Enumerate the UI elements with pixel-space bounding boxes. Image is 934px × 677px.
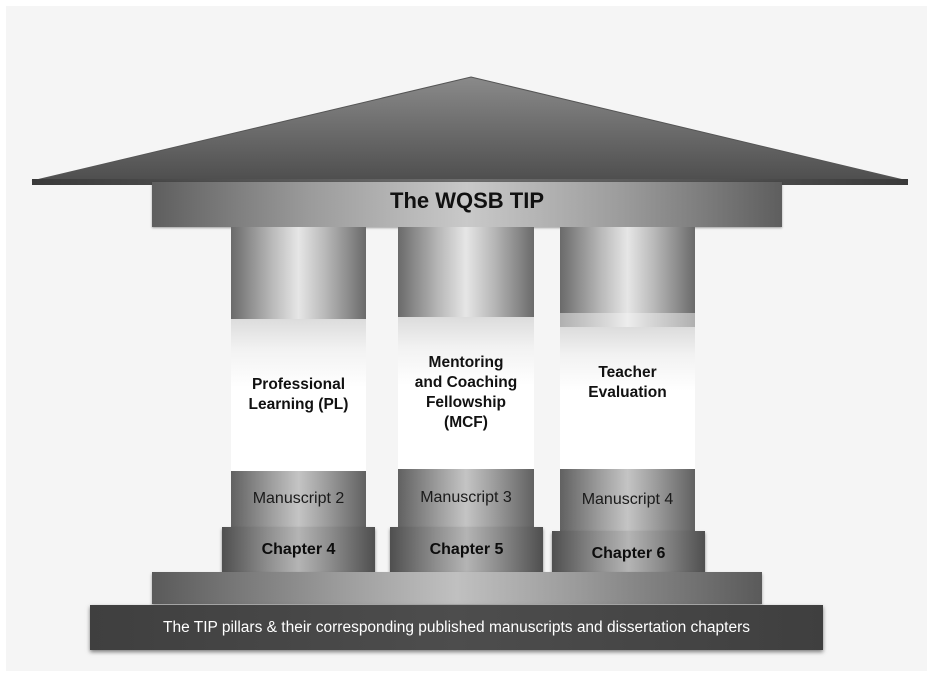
pillar-2-chapter-label: Chapter 5 (429, 541, 504, 558)
pillar-1-label-line: Learning (PL) (248, 396, 349, 413)
pillar-1-capital (231, 227, 366, 319)
pillar-3-manuscript: Manuscript 4 (560, 469, 695, 531)
pillar-3-label: Teacher Evaluation (560, 327, 695, 469)
pillar-2-label: Mentoring and Coaching Fellowship (MCF) (398, 317, 534, 469)
pillar-2-manuscript: Manuscript 3 (398, 469, 534, 527)
pillar-1-chapter: Chapter 4 (222, 527, 375, 572)
pillar-1-manuscript: Manuscript 2 (231, 471, 366, 527)
pillar-3-manuscript-label: Manuscript 4 (581, 491, 674, 508)
pillar-2-label-line: (MCF) (444, 414, 488, 431)
caption-bar: The TIP pillars & their corresponding pu… (90, 605, 823, 650)
base-step (152, 572, 762, 604)
pillar-3-collar (560, 313, 695, 327)
pillar-2-label-line: Mentoring (428, 354, 504, 371)
pillar-3-capital (560, 227, 695, 313)
pillar-1-label-line: Professional (251, 376, 345, 393)
roof (31, 76, 909, 185)
caption-text: The TIP pillars & their corresponding pu… (162, 618, 751, 636)
pillar-3-label-line: Teacher (598, 364, 657, 381)
pillar-1-chapter-label: Chapter 4 (261, 540, 336, 558)
pillar-2-capital (398, 227, 534, 317)
entablature-beam: The WQSB TIP (152, 182, 782, 227)
pillar-2-label-line: Fellowship (425, 394, 507, 411)
pillar-2-label-line: and Coaching (414, 374, 518, 391)
pillar-1-label: Professional Learning (PL) (231, 319, 366, 471)
pillar-3-chapter: Chapter 6 (552, 531, 705, 577)
pillar-3-label-line: Evaluation (588, 384, 667, 401)
pillar-2-chapter: Chapter 5 (390, 527, 543, 573)
pillar-3-chapter-label: Chapter 6 (591, 545, 666, 562)
pillar-1-manuscript-label: Manuscript 2 (252, 490, 345, 507)
pillar-2-manuscript-label: Manuscript 3 (420, 489, 512, 506)
diagram-title: The WQSB TIP (390, 187, 544, 213)
